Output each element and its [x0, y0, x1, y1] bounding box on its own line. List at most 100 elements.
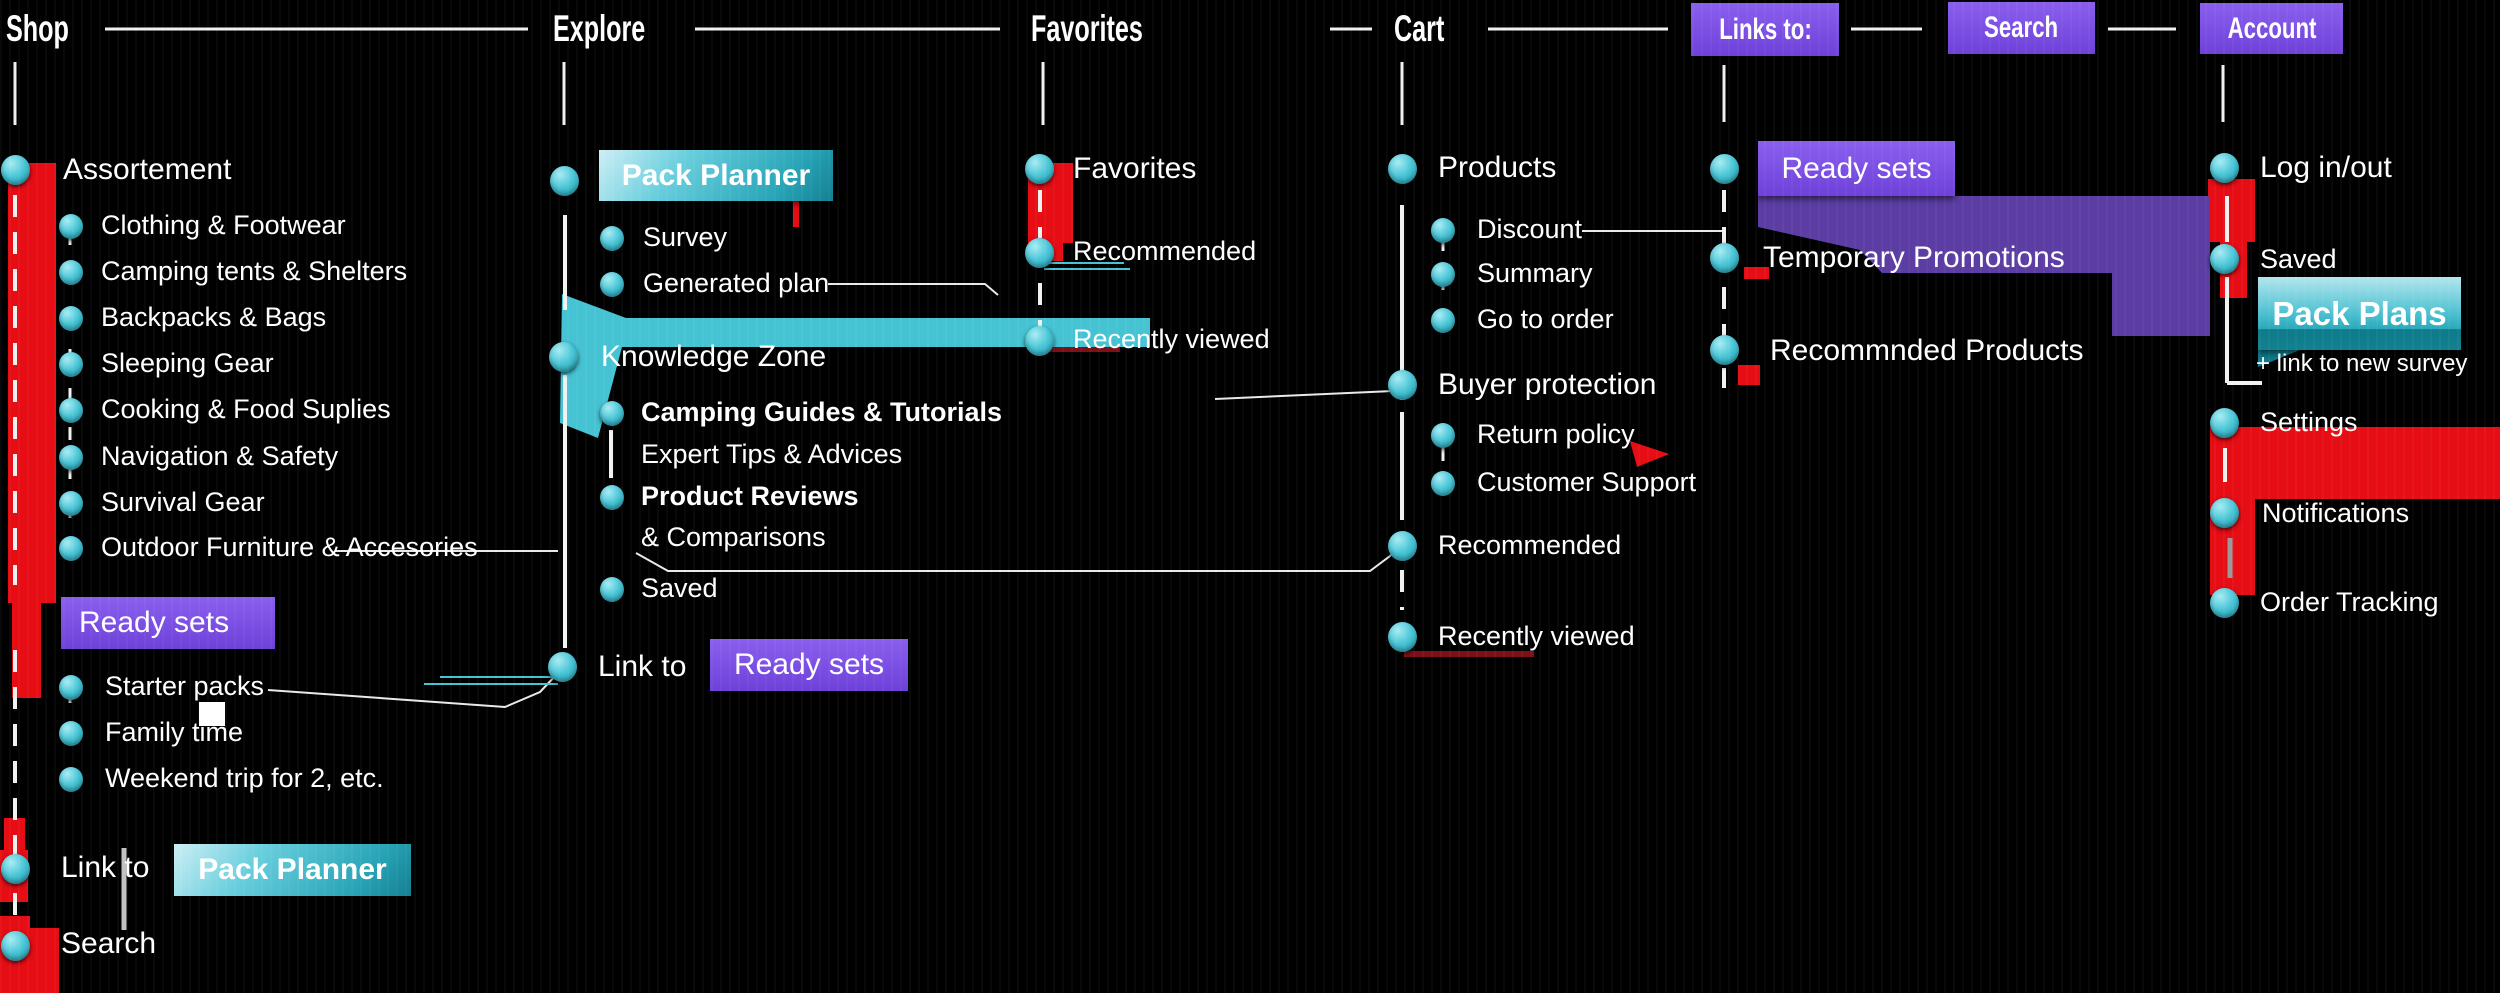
dark-red-underline: [1404, 651, 1534, 657]
explore-kz-comparisons: & Comparisons: [641, 522, 826, 552]
tab-links-to-label: Links to:: [1718, 12, 1812, 46]
favorites-item-recommended: Recommended: [1073, 236, 1257, 266]
purple-highlight-blob: [1758, 196, 2210, 336]
cart-item-discount: Discount: [1477, 214, 1583, 244]
node-dot-icon: [1388, 154, 1417, 184]
shop-pack-planner-label: Pack Planner: [198, 853, 387, 886]
node-dot-icon: [1388, 622, 1417, 652]
node-dot-icon: [2210, 153, 2239, 183]
tab-account-button[interactable]: Account: [2200, 3, 2343, 54]
shop-item-survival: Survival Gear: [101, 487, 265, 517]
cart-item-recommended: Recommended: [1438, 530, 1622, 560]
bullet-dot-icon: [600, 577, 624, 602]
explore-link-to-label: Link to: [598, 650, 687, 683]
shop-link-to-label: Link to: [61, 851, 150, 884]
explore-pack-planner-label: Pack Planner: [621, 158, 811, 192]
favorites-item-recently-viewed: Recently viewed: [1073, 324, 1270, 354]
tab-favorites[interactable]: Favorites: [1031, 8, 1143, 49]
tree-trunk-lines: [563, 196, 2262, 648]
node-dot-icon: [1, 155, 30, 185]
explore-pack-planner-button[interactable]: Pack Planner: [599, 150, 833, 201]
bullet-dot-icon: [59, 767, 83, 792]
shop-item-sleeping: Sleeping Gear: [101, 348, 274, 378]
bullet-dot-icon: [59, 214, 83, 239]
account-item-order-tracking: Order Tracking: [2260, 587, 2439, 617]
bullet-dot-icon: [1431, 218, 1455, 243]
bullet-dot-icon: [59, 536, 83, 561]
bullet-dot-icon: [59, 721, 83, 746]
account-survey-note: + link to new survey: [2256, 350, 2468, 377]
node-dot-icon: [1388, 370, 1417, 400]
shop-item-tents: Camping tents & Shelters: [101, 256, 408, 286]
bullet-dot-icon: [1431, 423, 1455, 448]
explore-kz-saved: Saved: [641, 573, 718, 603]
links-item-temporary-promotions: Temporary Promotions: [1763, 241, 2065, 274]
node-dot-icon: [1710, 335, 1739, 365]
bullet-dot-icon: [59, 306, 83, 331]
dashed-trunk-lines: [13, 190, 1726, 930]
node-dot-icon: [1025, 238, 1054, 268]
bullet-dot-icon: [600, 485, 624, 510]
tab-cart[interactable]: Cart: [1394, 8, 1445, 49]
shop-pack-planner-button[interactable]: Pack Planner: [174, 844, 411, 896]
cart-item-return-policy: Return policy: [1477, 419, 1635, 449]
shop-assortment-title: Assortement: [63, 153, 232, 186]
shop-ready-item-family: Family time: [105, 717, 244, 747]
account-item-notifications: Notifications: [2262, 498, 2410, 528]
favorites-title: Favorites: [1073, 152, 1197, 185]
cart-buyer-protection-title: Buyer protection: [1438, 368, 1657, 401]
bullet-dot-icon: [1431, 308, 1455, 333]
explore-item-generated-plan: Generated plan: [643, 268, 830, 298]
tab-links-to-button[interactable]: Links to:: [1691, 3, 1839, 56]
tab-search-button[interactable]: Search: [1948, 2, 2095, 54]
explore-knowledge-zone-title: Knowledge Zone: [601, 340, 827, 373]
node-dot-icon: [2210, 244, 2239, 274]
explore-kz-tips: Expert Tips & Advices: [641, 439, 903, 469]
white-sticky-rect: [199, 702, 225, 726]
node-dot-icon: [1710, 154, 1739, 184]
node-dot-icon: [1388, 531, 1417, 561]
links-ready-sets-button[interactable]: Ready sets: [1758, 141, 1955, 196]
tab-shop[interactable]: Shop: [6, 8, 69, 49]
cart-item-recently-viewed: Recently viewed: [1438, 621, 1635, 651]
node-dot-icon: [548, 652, 577, 682]
links-item-recommended-products: Recommnded Products: [1770, 334, 2084, 367]
bullet-dot-icon: [59, 675, 83, 700]
node-dot-icon: [549, 342, 578, 372]
links-ready-sets-label: Ready sets: [1781, 151, 1932, 185]
account-item-saved: Saved: [2260, 244, 2337, 274]
cart-item-summary: Summary: [1477, 258, 1593, 288]
bullet-dot-icon: [600, 272, 624, 297]
header-connector-lines: [13, 27, 2225, 125]
account-pack-plans-button[interactable]: Pack Plans: [2258, 277, 2461, 350]
dark-red-underline-small: [1050, 347, 1120, 352]
node-dot-icon: [1, 931, 30, 961]
account-pack-plans-label: Pack Plans: [2272, 295, 2447, 332]
tab-explore[interactable]: Explore: [553, 8, 646, 49]
bullet-dot-icon: [59, 445, 83, 470]
explore-kz-reviews: Product Reviews: [641, 481, 859, 511]
shop-item-clothing: Clothing & Footwear: [101, 210, 346, 240]
pack-plans-tail: [2258, 349, 2300, 367]
explore-item-survey: Survey: [643, 222, 728, 252]
node-dot-icon: [1025, 154, 1054, 184]
shop-item-navigation: Navigation & Safety: [101, 441, 339, 471]
bullet-dot-icon: [600, 401, 624, 426]
bullet-dot-icon: [59, 398, 83, 423]
shop-ready-sets-button[interactable]: Ready sets: [61, 597, 275, 649]
explore-kz-guides: Camping Guides & Tutorials: [641, 397, 1003, 427]
node-dot-icon: [2210, 408, 2239, 438]
cart-item-go-to-order: Go to order: [1477, 304, 1614, 334]
bullet-dot-icon: [1431, 471, 1455, 496]
explore-ready-sets-button[interactable]: Ready sets: [710, 639, 908, 691]
explore-ready-sets-label: Ready sets: [733, 648, 885, 681]
shop-ready-sets-label: Ready sets: [79, 606, 230, 639]
account-item-settings: Settings: [2260, 407, 2358, 437]
shop-search-label: Search: [61, 927, 157, 960]
cart-products-title: Products: [1438, 151, 1557, 184]
bullet-dot-icon: [59, 491, 83, 516]
tab-search-label: Search: [1984, 11, 2059, 44]
node-dot-icon: [2210, 498, 2239, 528]
shop-ready-item-weekend: Weekend trip for 2, etc.: [105, 763, 384, 793]
